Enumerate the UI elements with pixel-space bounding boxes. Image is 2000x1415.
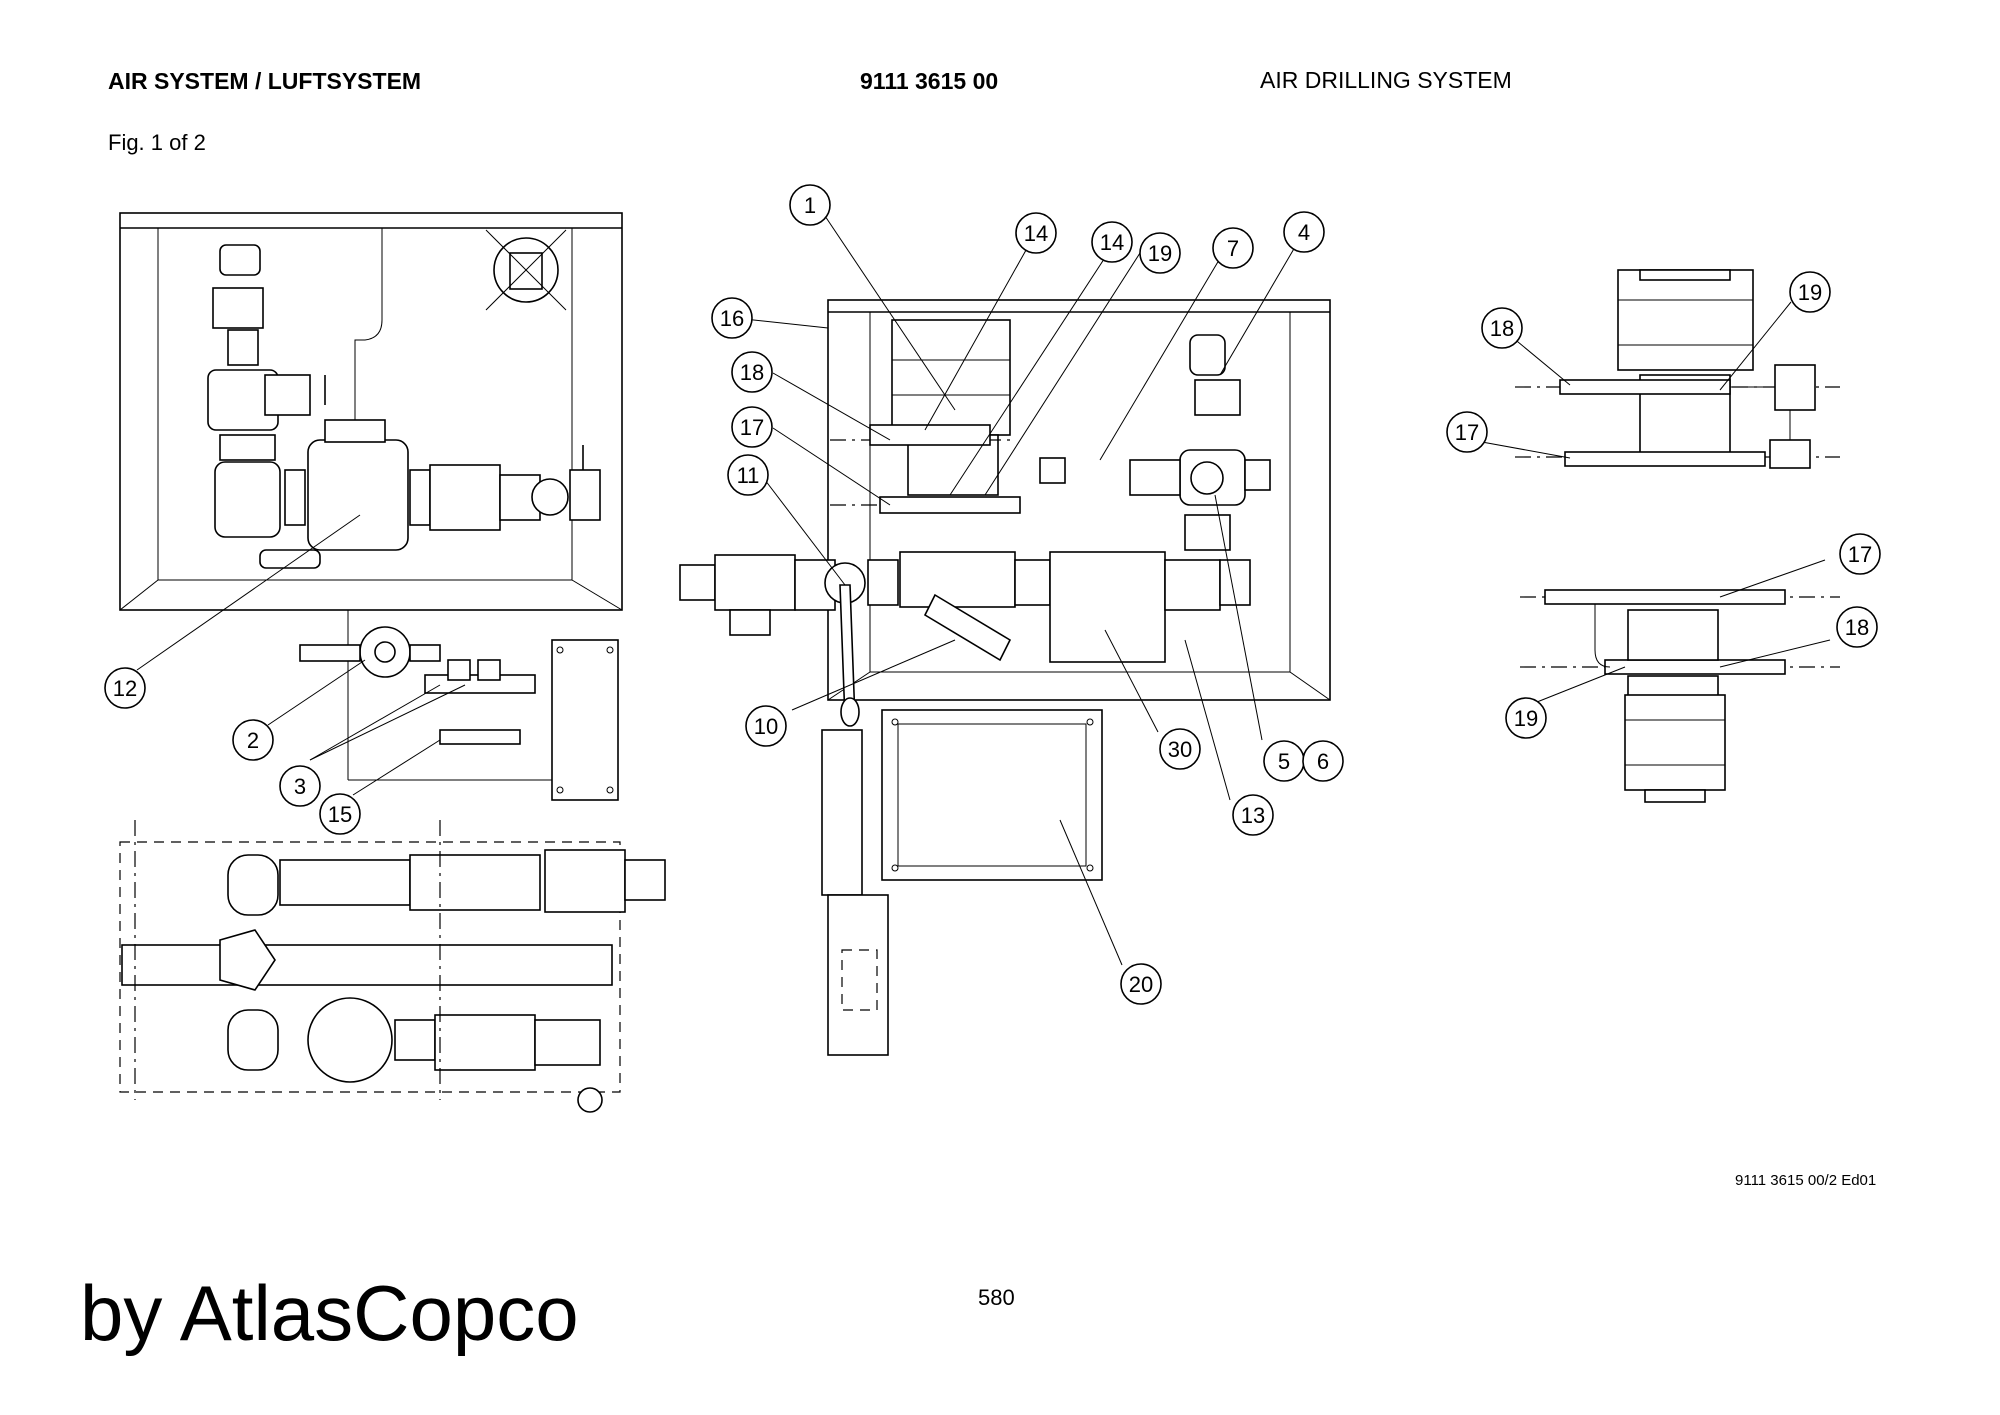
callout-circle [279, 765, 321, 807]
callout-19-a: 19 [1148, 241, 1172, 266]
callout-19-b: 19 [1798, 280, 1822, 305]
part-number: 9111 3615 00 [860, 68, 999, 94]
callout-18-b: 18 [1490, 316, 1514, 341]
callout-4: 4 [1298, 220, 1310, 245]
callout-circle [727, 454, 769, 496]
callout-1: 1 [804, 193, 816, 218]
callout-5: 5 [1278, 749, 1290, 774]
page-number: 580 [978, 1285, 1015, 1310]
callout-17-a: 17 [740, 415, 764, 440]
callout-circle [1120, 963, 1162, 1005]
callout-7: 7 [1227, 236, 1239, 261]
callout-17-b: 17 [1455, 420, 1479, 445]
callout-17-c: 17 [1848, 542, 1872, 567]
callout-circle [731, 351, 773, 393]
callout-6: 6 [1317, 749, 1329, 774]
callout-10: 10 [754, 714, 778, 739]
callout-20: 20 [1129, 972, 1153, 997]
callout-15: 15 [328, 802, 352, 827]
callout-circle [789, 184, 831, 226]
callout-circle [1505, 697, 1547, 739]
callout-circle [745, 705, 787, 747]
callout-3: 3 [294, 774, 306, 799]
callout-circle [1302, 740, 1344, 782]
callout-30: 30 [1168, 737, 1192, 762]
callout-circle [319, 793, 361, 835]
callout-14-b: 14 [1100, 230, 1124, 255]
right-top-view [1515, 269, 1840, 469]
right-bottom-view [1520, 589, 1840, 803]
callout-circle [1159, 728, 1201, 770]
callout-circle [1091, 221, 1133, 263]
callout-circle [1481, 307, 1523, 349]
left-bottom-top-view [119, 820, 666, 1113]
callout-circle [731, 406, 773, 448]
callout-12: 12 [113, 676, 137, 701]
callout-circle [1789, 271, 1831, 313]
center-main-view [679, 299, 1331, 1056]
callout-11: 11 [737, 463, 760, 488]
callout-18-c: 18 [1845, 615, 1869, 640]
callouts: 12 2 3 15 1 14 14 19 7 4 16 18 17 11 10 … [104, 184, 1881, 1005]
callout-circle [1015, 212, 1057, 254]
callout-14-a: 14 [1024, 221, 1048, 246]
callout-circle [1283, 211, 1325, 253]
system-name: AIR DRILLING SYSTEM [1260, 67, 1512, 93]
figure-label: Fig. 1 of 2 [108, 130, 206, 155]
callout-circle [1232, 794, 1274, 836]
callout-18-a: 18 [740, 360, 764, 385]
left-mid-components [299, 610, 619, 801]
callout-circle [711, 297, 753, 339]
document-reference: 9111 3615 00/2 Ed01 [1735, 1172, 1877, 1189]
brand-label: by AtlasCopco [80, 1269, 579, 1357]
callout-circle [1212, 227, 1254, 269]
page-title: AIR SYSTEM / LUFTSYSTEM [108, 68, 422, 94]
callout-13: 13 [1241, 803, 1265, 828]
callout-16: 16 [720, 306, 744, 331]
callout-19-c: 19 [1514, 706, 1538, 731]
callout-2: 2 [247, 728, 259, 753]
callout-circle [1446, 411, 1488, 453]
callout-circle [104, 667, 146, 709]
left-cabinet-view [119, 212, 623, 611]
callout-circle [1139, 232, 1181, 274]
callout-circle [1839, 533, 1881, 575]
callout-circle [232, 719, 274, 761]
callout-circle [1836, 606, 1878, 648]
